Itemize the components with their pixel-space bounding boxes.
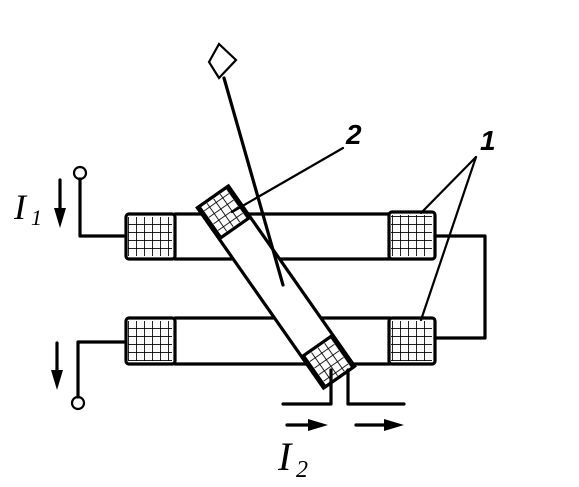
label-current-1-sub: 1 <box>31 205 42 230</box>
callout-label-fixed-coils: 1 <box>480 125 496 156</box>
lower-left-winding <box>124 316 177 366</box>
upper-right-winding <box>387 210 437 261</box>
current-2-arrow-left <box>285 419 328 431</box>
moving-coil <box>195 183 357 391</box>
input-lead-top <box>72 165 128 238</box>
callout-line-moving-coil <box>230 146 345 214</box>
output-leads <box>281 368 406 406</box>
pointer-needle <box>207 42 285 287</box>
current-1-arrow-bottom <box>51 341 63 390</box>
input-lead-bottom <box>70 340 128 411</box>
callout-label-moving-coil: 2 <box>345 119 362 150</box>
label-current-2-sub: 2 <box>296 457 308 483</box>
upper-left-winding <box>124 212 177 261</box>
current-2-arrow-right <box>354 419 404 431</box>
lower-right-winding <box>387 316 437 366</box>
callout-line-lower-fixed-coil <box>419 155 478 322</box>
pointer-tip-icon <box>207 42 238 80</box>
current-1-arrow-top <box>54 178 66 228</box>
callout-line-upper-fixed-coil <box>419 155 478 215</box>
label-current-2: I <box>277 434 293 479</box>
label-current-1: I <box>13 187 28 227</box>
series-connection-wire <box>433 234 487 340</box>
